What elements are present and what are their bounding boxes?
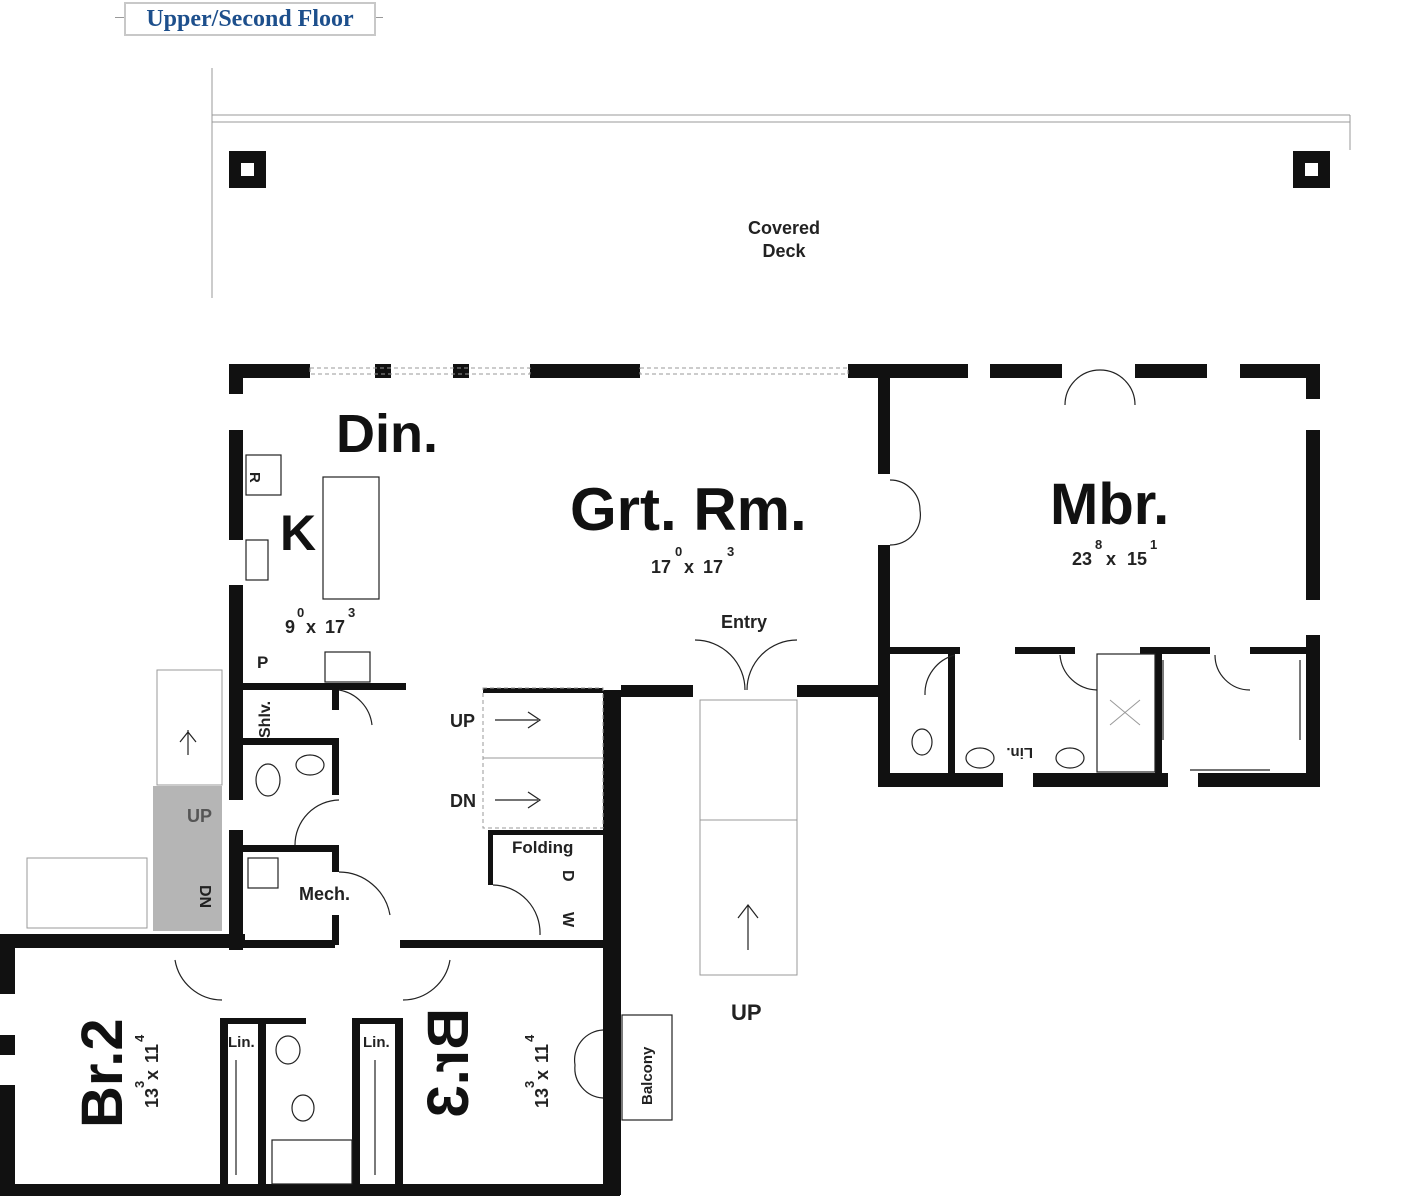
stair-down-label: DN — [450, 791, 476, 811]
room-label-master-bedroom: Mbr. — [1050, 472, 1169, 537]
outer-stair-down-label: DN — [196, 885, 213, 908]
washer-label: W — [559, 912, 576, 928]
bedroom3-dimensions: 13 3 x 11 4 — [522, 1034, 552, 1108]
stairs — [26, 669, 798, 1121]
bedroom3-label: Br.3 — [416, 1008, 481, 1118]
bedroom2-label: Br.2 — [70, 1018, 135, 1128]
svg-text:x: x — [142, 1070, 162, 1080]
shelves-label: Shlv. — [257, 701, 274, 738]
refrigerator-label: R — [246, 472, 263, 483]
svg-text:23: 23 — [1072, 549, 1092, 569]
title-rule-right — [374, 17, 383, 18]
pantry-label: P — [257, 653, 268, 672]
svg-text:3: 3 — [522, 1081, 537, 1088]
svg-text:4: 4 — [132, 1034, 147, 1042]
svg-text:13: 13 — [532, 1088, 552, 1108]
deck-label-line2: Deck — [762, 241, 806, 261]
svg-text:4: 4 — [522, 1034, 537, 1042]
deck-label-line1: Covered — [748, 218, 820, 238]
svg-text:13: 13 — [142, 1088, 162, 1108]
svg-text:x: x — [1106, 549, 1116, 569]
floor-title: Upper/Second Floor — [124, 2, 376, 36]
svg-text:x: x — [532, 1070, 552, 1080]
outer-stair-up-label: UP — [187, 806, 212, 826]
svg-text:3: 3 — [132, 1081, 147, 1088]
svg-text:11: 11 — [142, 1044, 162, 1063]
title-rule-left — [115, 17, 124, 18]
svg-text:1: 1 — [1150, 537, 1157, 552]
svg-text:9: 9 — [285, 617, 295, 637]
covered-deck: Covered Deck — [211, 68, 1351, 298]
mechanical-label: Mech. — [299, 884, 350, 904]
entry-stair-up-label: UP — [731, 1000, 762, 1025]
stair-landing — [153, 856, 222, 931]
svg-text:15: 15 — [1127, 549, 1147, 569]
room-label-great-room: Grt. Rm. — [570, 476, 807, 543]
bedroom2-dimensions: 13 3 x 11 4 — [132, 1034, 162, 1108]
folding-label: Folding — [512, 838, 573, 857]
walls — [0, 364, 1320, 1196]
svg-text:0: 0 — [297, 605, 304, 620]
br2-linen-label: Lin. — [228, 1034, 255, 1051]
svg-text:8: 8 — [1095, 537, 1102, 552]
balcony-label: Balcony — [639, 1046, 656, 1105]
svg-text:3: 3 — [727, 544, 734, 559]
room-label-dining: Din. — [336, 404, 438, 464]
room-label-kitchen: K — [280, 505, 316, 561]
svg-text:Br.2: Br.2 — [70, 1018, 135, 1128]
great-room-dimensions: 17 0 x 17 3 — [651, 544, 734, 577]
master-bedroom-dimensions: 23 8 x 15 1 — [1072, 537, 1157, 569]
svg-text:0: 0 — [675, 544, 682, 559]
kitchen-dimensions: 9 0 x 17 3 — [285, 605, 355, 637]
br3-linen-label: Lin. — [363, 1034, 390, 1051]
svg-text:3: 3 — [348, 605, 355, 620]
master-linen-label: Lin. — [1006, 744, 1033, 761]
entry-label: Entry — [721, 612, 767, 632]
svg-text:Br.3: Br.3 — [416, 1008, 481, 1118]
svg-text:x: x — [306, 617, 316, 637]
svg-text:17: 17 — [703, 557, 723, 577]
dryer-label: D — [559, 870, 576, 882]
svg-text:11: 11 — [532, 1044, 552, 1063]
svg-text:x: x — [684, 557, 694, 577]
stair-landing — [153, 786, 222, 856]
stair-up-label: UP — [450, 711, 475, 731]
svg-text:17: 17 — [325, 617, 345, 637]
svg-text:17: 17 — [651, 557, 671, 577]
